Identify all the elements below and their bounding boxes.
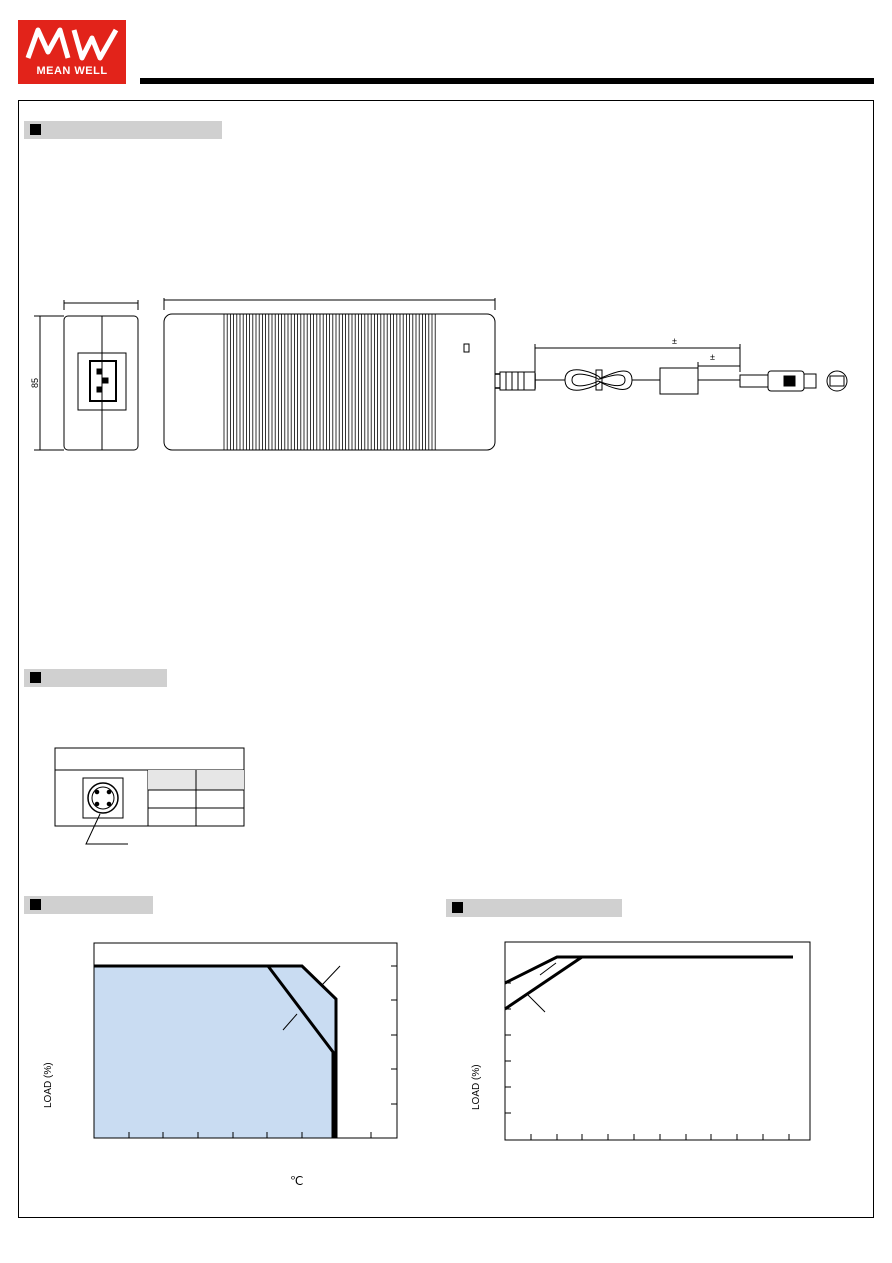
section-tab-derating-curve [24, 896, 153, 914]
output-derating-plot [504, 941, 811, 1141]
lead-length-tolerance: ± [710, 352, 715, 362]
section-bullet-icon [452, 902, 463, 913]
section-bullet-icon [30, 899, 41, 910]
mw-logo-mark-icon [25, 27, 119, 61]
derating-x-axis-unit: ℃ [290, 1174, 304, 1188]
top-view [163, 298, 848, 451]
cable-length-tolerance: ± [672, 336, 677, 346]
section-bullet-icon [30, 672, 41, 683]
mechanical-drawing [34, 298, 848, 451]
section-tab-output-derating [446, 899, 622, 917]
derating-curve-plot [93, 942, 398, 1139]
connector-pin-table [54, 747, 245, 845]
logo-text: MEAN WELL [36, 65, 108, 77]
output-derating-y-axis-label: LOAD (%) [471, 1064, 482, 1110]
side-view [34, 300, 139, 451]
section-tab-connector [24, 669, 167, 687]
section-tab-mechanical [24, 121, 222, 139]
derating-y-axis-label: LOAD (%) [43, 1062, 54, 1108]
header-rule [140, 78, 874, 84]
section-bullet-icon [30, 124, 41, 135]
mean-well-logo: MEAN WELL [18, 20, 126, 84]
content-frame [18, 100, 874, 1218]
